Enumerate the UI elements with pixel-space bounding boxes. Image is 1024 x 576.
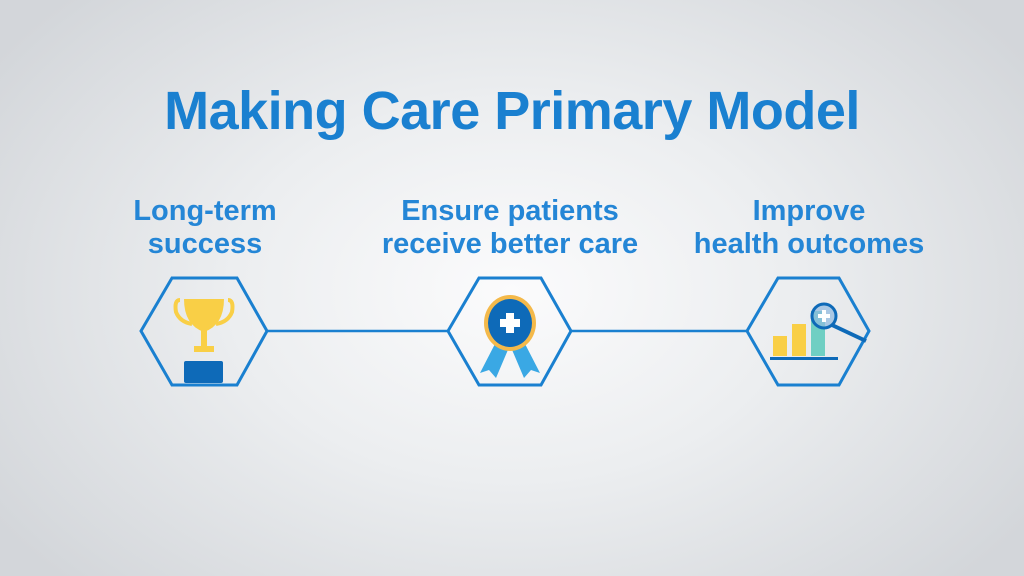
award-ribbon-icon: [480, 295, 540, 378]
trophy-icon: [173, 298, 235, 383]
step-label-line: success: [147, 228, 263, 260]
step-label-line: health outcomes: [693, 228, 925, 260]
hexagon-2: [446, 276, 573, 387]
step-label-line: Improve: [752, 195, 866, 227]
step-label-line: receive better care: [381, 228, 639, 260]
step-label-line: Long-term: [133, 195, 277, 227]
hexagon-3: [745, 276, 871, 387]
chart-magnifier-icon: [770, 302, 867, 360]
step-label-line: Ensure patients: [401, 195, 619, 227]
page-title: Making Care Primary Model: [164, 81, 860, 141]
hexagon-1: [139, 276, 269, 387]
